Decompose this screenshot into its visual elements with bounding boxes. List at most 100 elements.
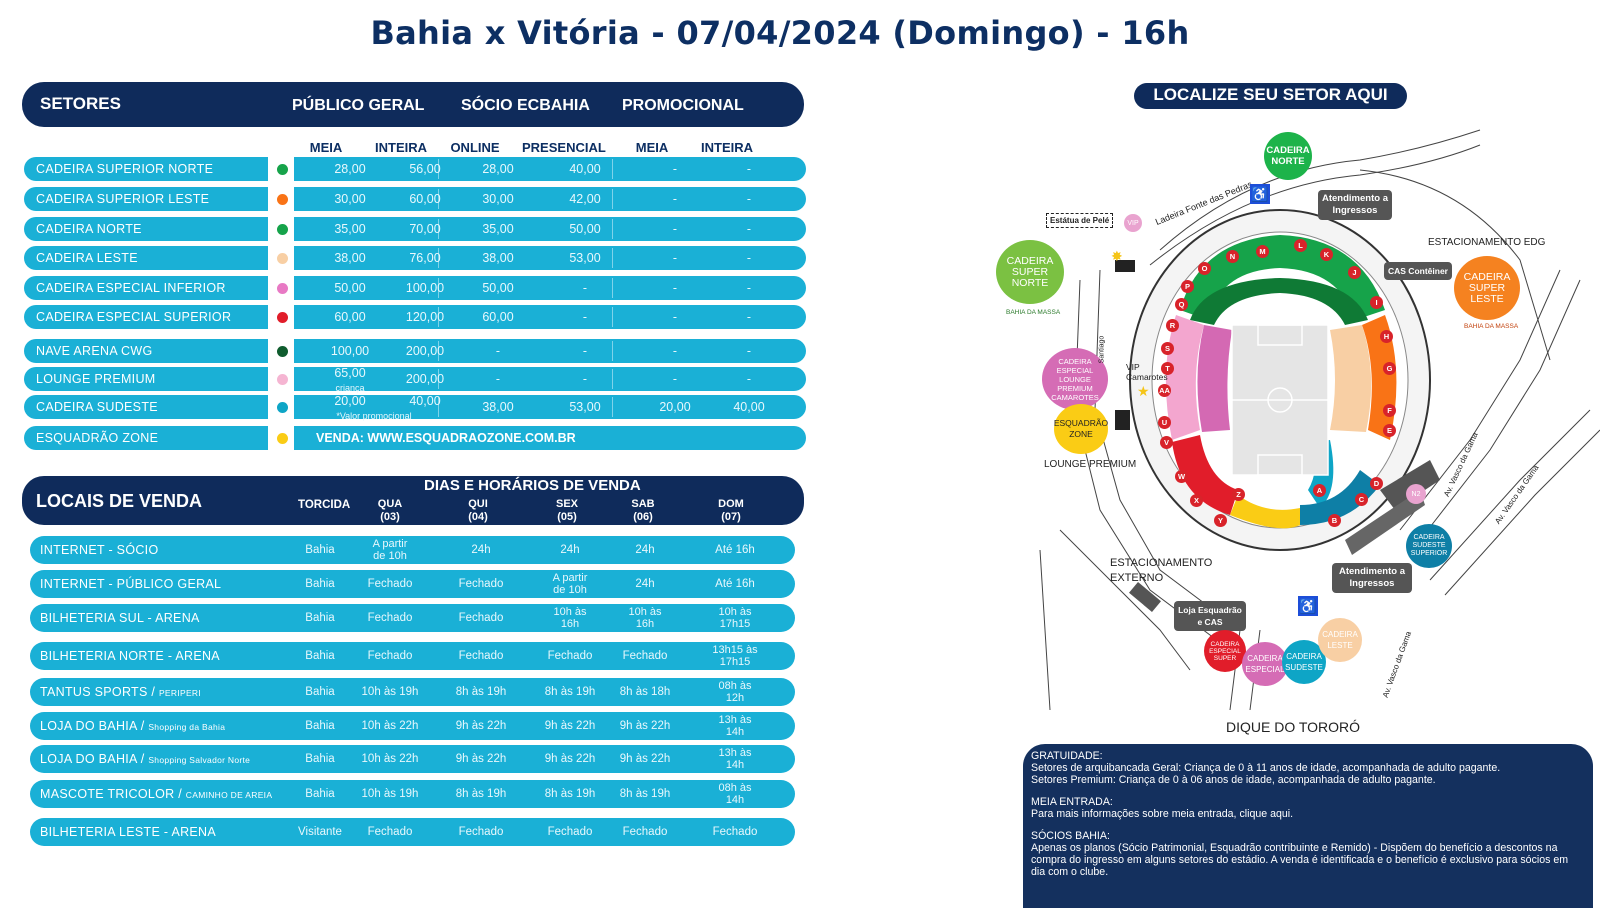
column-divider (438, 278, 439, 298)
horario-value: 10h às 17h15 (718, 606, 752, 630)
esquadrao-venda: VENDA: WWW.ESQUADRAOZONE.COM.BR (294, 426, 806, 450)
setor-price: 50,00 (334, 281, 366, 295)
torcida-value: Bahia (305, 544, 335, 556)
day-date: (06) (633, 511, 653, 523)
horario-value: Fechado (458, 578, 504, 590)
local-name: INTERNET - SÓCIO (40, 536, 158, 564)
setor-price: 200,00 (405, 372, 445, 386)
horario-value: 10h às 19h (361, 686, 419, 698)
column-divider (612, 248, 613, 268)
horario-value: Fechado (622, 826, 668, 838)
horario-value: 8h às 19h (544, 788, 596, 800)
bubble-leste: CADEIRA LESTE (1318, 618, 1362, 662)
horario-value: Fechado (458, 826, 504, 838)
meia-info-link[interactable]: Para mais informações sobre meia entrada… (1031, 808, 1294, 820)
setor-price: 60,00 (334, 310, 366, 324)
accessibility-icon-1: ♿ (1250, 184, 1270, 204)
horario-value: 9h às 22h (455, 753, 507, 765)
setor-price: 40,00 (733, 400, 765, 414)
setores-title: SETORES (40, 94, 121, 113)
setor-color-dot (277, 224, 288, 235)
day-header: SAB(06) (613, 498, 673, 524)
dique-label: DIQUE DO TORORÓ (1226, 719, 1361, 735)
local-name: BILHETERIA LESTE - ARENA (40, 818, 216, 846)
horario-value: 10h às 22h (361, 720, 419, 732)
column-divider (438, 248, 439, 268)
horario-value: 13h às 14h (718, 714, 752, 738)
sector-letter: M (1256, 245, 1269, 258)
setor-price: 100,00 (330, 344, 370, 358)
setor-name: CADEIRA NORTE (24, 217, 268, 241)
setor-price: 120,00 (405, 310, 445, 324)
sector-letter: P (1181, 280, 1194, 293)
setor-price: 38,00 (334, 251, 366, 265)
column-divider (438, 341, 439, 361)
horario-value: Fechado (367, 826, 413, 838)
column-divider (438, 159, 439, 179)
horario-value: 24h (471, 544, 491, 556)
sector-letter: F (1383, 404, 1396, 417)
setor-price: 28,00 (482, 162, 514, 176)
setor-name: CADEIRA SUPERIOR LESTE (24, 187, 268, 211)
local-name: BILHETERIA SUL - ARENA (40, 604, 200, 632)
esquadrao-venda-link[interactable]: VENDA: WWW.ESQUADRAOZONE.COM.BR (316, 431, 576, 445)
local-name: TANTUS SPORTS / PERIPERI (40, 678, 201, 707)
setor-price: 20,00 (659, 400, 691, 414)
bubble-esquadrao-zone: ESQUADRÃO ZONE (1054, 404, 1108, 454)
info-box: GRATUIDADE: Setores de arquibancada Gera… (1023, 744, 1593, 908)
setor-color-dot (277, 164, 288, 175)
setor-price: 60,00 (482, 310, 514, 324)
bubble-especial-lounge: CADEIRA ESPECIAL LOUNGE PREMIUM CAMAROTE… (1042, 348, 1108, 410)
day-date: (05) (557, 511, 577, 523)
setor-price: - (746, 372, 752, 386)
local-name: LOJA DO BAHIA / Shopping da Bahia (40, 712, 225, 741)
local-name-sub: Shopping Salvador Norte (148, 755, 251, 765)
setor-name: CADEIRA SUPERIOR NORTE (24, 157, 268, 181)
setor-price: 40,00 (569, 162, 601, 176)
socios-text: Apenas os planos (Sócio Patrimonial, Esq… (1031, 842, 1569, 878)
horario-value: A partir de 10h (552, 572, 588, 596)
bubble-cadeira-norte: CADEIRA NORTE (1264, 132, 1312, 180)
sector-letter: Q (1175, 298, 1188, 311)
setor-price: 40,00 (409, 394, 441, 408)
column-divider (438, 219, 439, 239)
loja-esquadrao: Loja Esquadrão e CAS (1174, 601, 1246, 631)
setor-color-dot (277, 253, 288, 264)
setor-color-dot (277, 402, 288, 413)
setor-price: - (746, 310, 752, 324)
sector-letter: E (1383, 424, 1396, 437)
column-divider (612, 307, 613, 327)
day-date: (07) (721, 511, 741, 523)
column-divider (438, 369, 439, 389)
local-name: MASCOTE TRICOLOR / CAMINHO DE AREIA (40, 780, 272, 809)
setor-price: - (746, 281, 752, 295)
vip-camarotes-label: VIP Camarotes (1126, 362, 1168, 382)
horario-value: Fechado (547, 826, 593, 838)
sector-letter: T (1161, 362, 1174, 375)
column-divider (612, 278, 613, 298)
column-divider (438, 189, 439, 209)
dias-header: DIAS E HORÁRIOS DE VENDA (424, 477, 641, 494)
horario-value: 9h às 22h (619, 753, 671, 765)
horario-value: 10h às 19h (361, 788, 419, 800)
sector-letter: R (1166, 319, 1179, 332)
day-name: DOM (718, 498, 744, 510)
local-name-main: BILHETERIA SUL - ARENA (40, 611, 200, 625)
setor-price: - (582, 281, 588, 295)
accessibility-icon-2: ♿ (1298, 596, 1318, 616)
setor-price: 76,00 (409, 251, 441, 265)
setores-header: SETORES PÚBLICO GERAL SÓCIO ECBAHIA PROM… (22, 82, 804, 127)
horario-value: 8h às 19h (544, 686, 596, 698)
local-name-main: INTERNET - SÓCIO (40, 543, 159, 557)
setor-price: - (582, 310, 588, 324)
horario-value: 9h às 22h (619, 720, 671, 732)
sector-letter: J (1348, 266, 1361, 279)
horario-value: 10h às 16h (553, 606, 587, 630)
promocional-header: PROMOCIONAL (622, 97, 744, 114)
